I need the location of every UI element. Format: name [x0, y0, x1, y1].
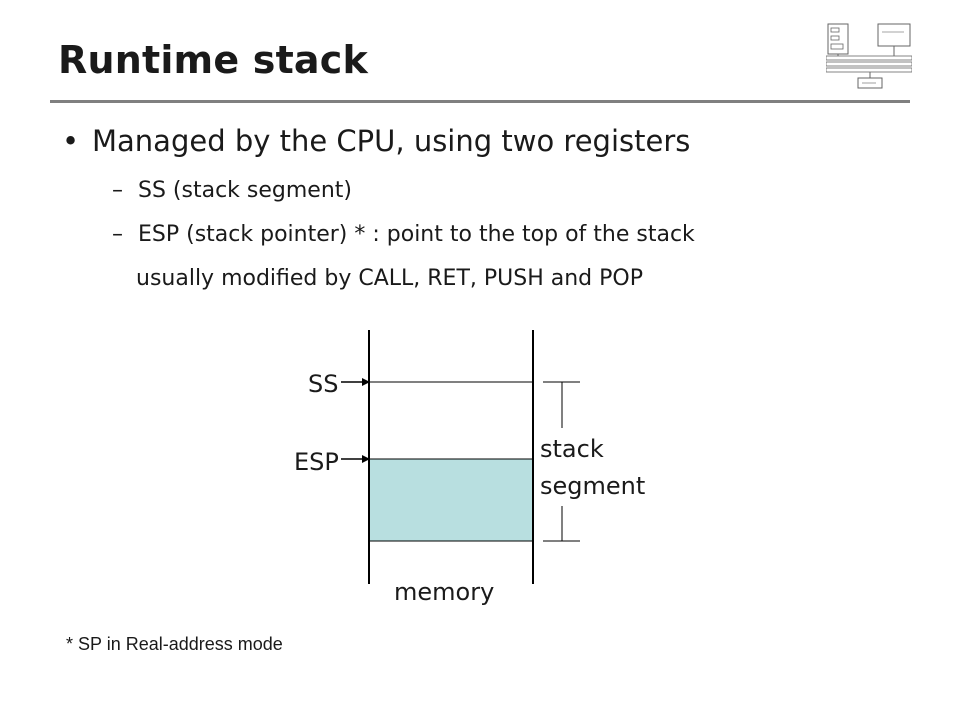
- esp-label: ESP: [294, 448, 339, 476]
- subitem-continuation: usually modified by CALL, RET, PUSH and …: [136, 266, 643, 291]
- footnote: * SP in Real-address mode: [66, 634, 283, 654]
- subitem-marker: –: [112, 178, 123, 203]
- subitem-marker: –: [112, 222, 123, 247]
- bullet-text: Managed by the CPU, using two registers: [92, 124, 691, 158]
- subitem-text: ESP (stack pointer) * : point to the top…: [138, 222, 695, 247]
- segment-label-line1: stack: [540, 435, 604, 463]
- slide-title: Runtime stack: [58, 38, 368, 82]
- segment-label-line2: segment: [540, 472, 645, 500]
- subitem-text: SS (stack segment): [138, 178, 352, 203]
- subitem-ss: –SS (stack segment): [112, 178, 352, 203]
- subitem-esp: –ESP (stack pointer) * : point to the to…: [112, 222, 695, 247]
- memory-label: memory: [394, 578, 494, 606]
- main-bullet: • Managed by the CPU, using two registers: [62, 124, 690, 158]
- bullet-marker: •: [62, 124, 80, 158]
- stack-region: [369, 459, 533, 541]
- title-divider: [50, 100, 910, 103]
- computer-architecture-diagram-icon: [826, 23, 912, 89]
- ss-label: SS: [308, 370, 338, 398]
